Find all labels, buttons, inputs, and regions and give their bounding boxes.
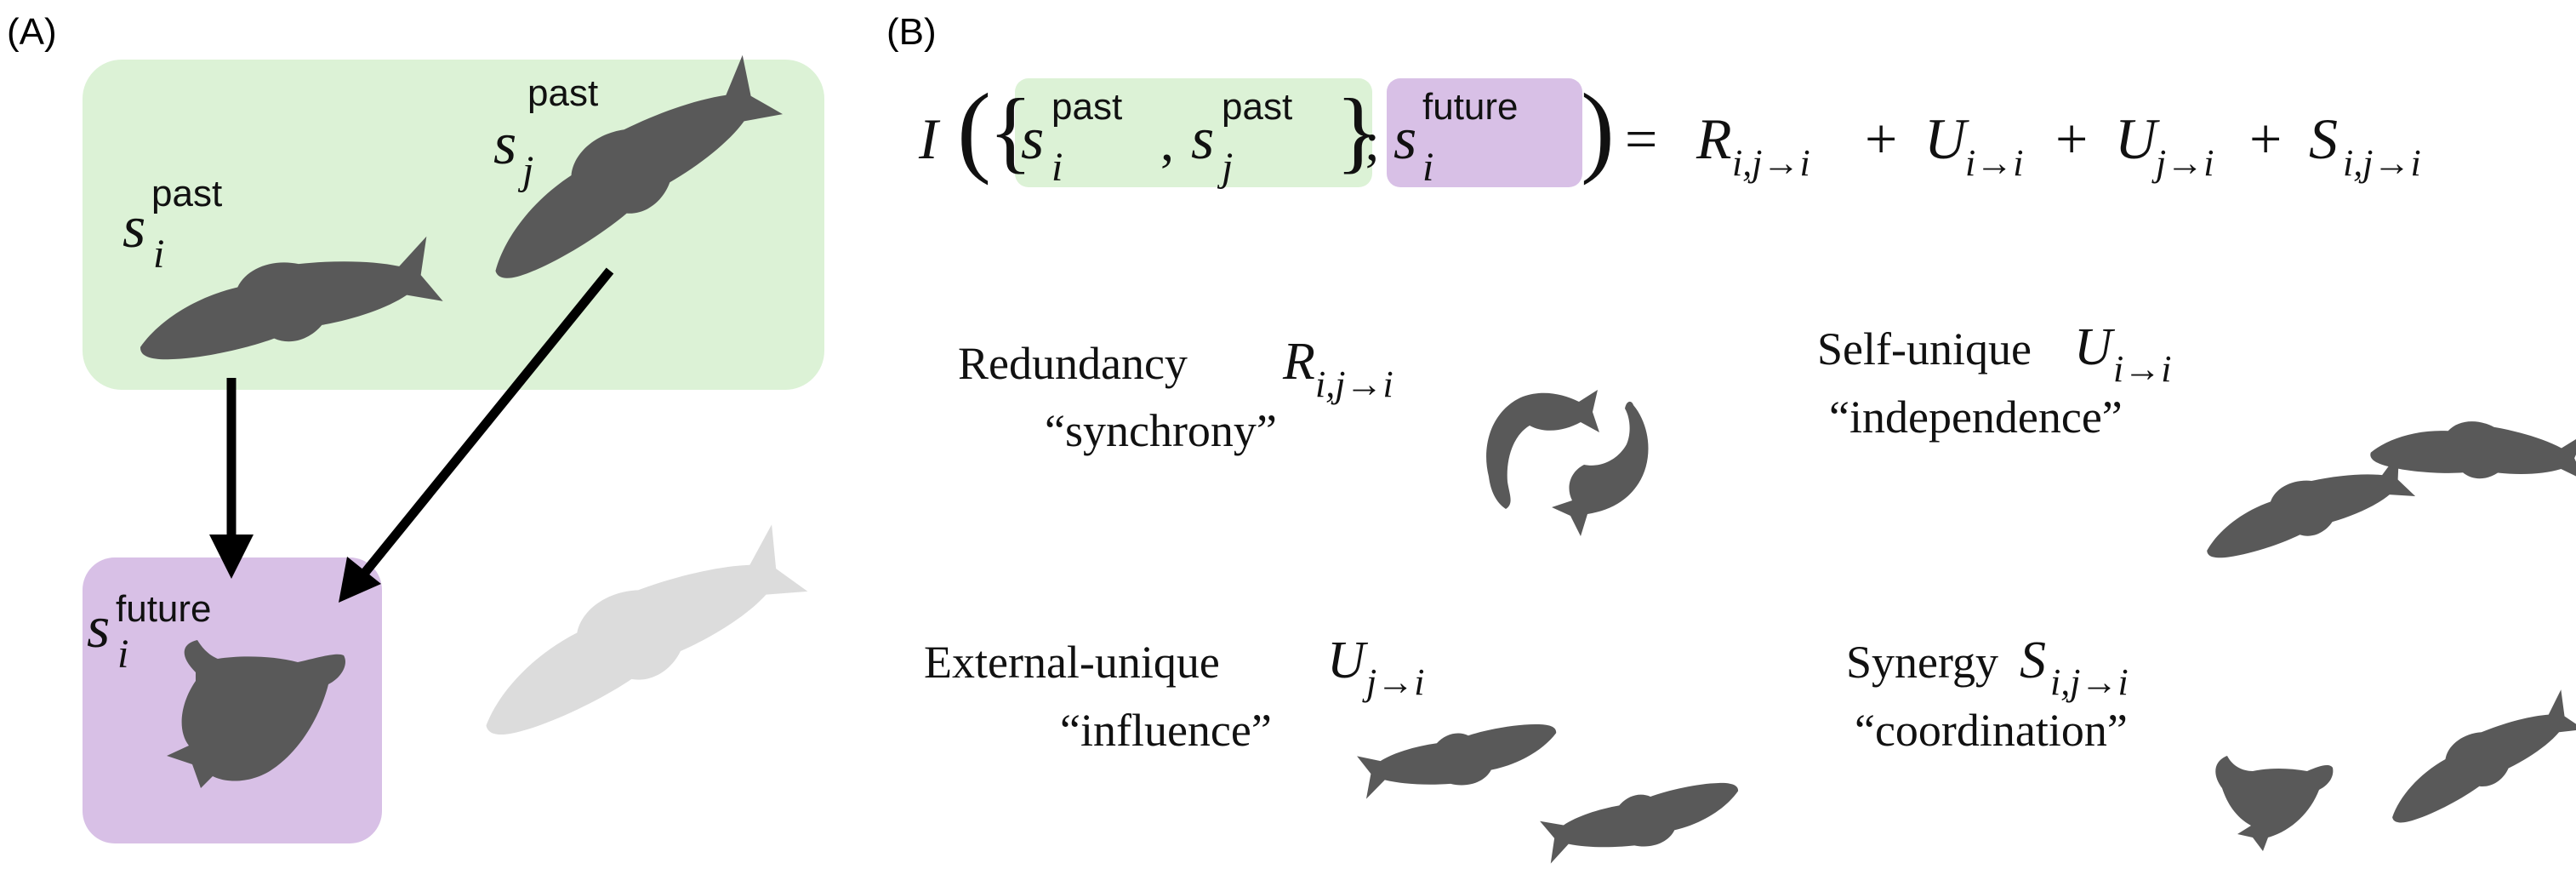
var-s-i-past: s i past bbox=[123, 173, 222, 277]
external-unique-fish-2-icon bbox=[1538, 777, 1746, 865]
external-unique-quote: “influence” bbox=[1060, 705, 1272, 756]
eq-U-ext-sub: j→i bbox=[2151, 142, 2214, 184]
external-unique-name: External-unique bbox=[924, 637, 1220, 688]
eq-func: I bbox=[918, 106, 941, 171]
fish-i-future-icon bbox=[167, 640, 345, 788]
external-unique-symbol: U bbox=[1327, 632, 1369, 689]
redundancy-symbol: R bbox=[1282, 333, 1315, 391]
var-s-j-past: s j past bbox=[493, 72, 598, 193]
arrow-j-past-to-i-future-head bbox=[339, 557, 381, 603]
eq-plus-1: + bbox=[1865, 106, 1897, 171]
synergy-term: Synergy S i,j→i “coordination” bbox=[1846, 632, 2129, 756]
eq-s-j-sup: past bbox=[1222, 86, 1292, 128]
self-unique-fish-2-icon bbox=[2368, 410, 2576, 490]
synergy-fish-2-icon bbox=[2374, 688, 2576, 831]
redundancy-fish-icon bbox=[1486, 390, 1649, 536]
svg-text:s: s bbox=[123, 195, 145, 260]
redundancy-sub: i,j→i bbox=[1315, 363, 1393, 405]
eq-s-i-future-sup: future bbox=[1422, 86, 1519, 128]
arrow-j-past-to-i-future bbox=[360, 267, 614, 577]
eq-paren-close: ) bbox=[1581, 72, 1615, 186]
synergy-quote: “coordination” bbox=[1855, 705, 2128, 756]
var-s-i-future: s i future bbox=[87, 588, 212, 677]
panel-a-label: (A) bbox=[7, 11, 57, 53]
eq-comma: , bbox=[1160, 111, 1174, 172]
synergy-sub: i,j→i bbox=[2050, 661, 2129, 703]
eq-s-i-sup: past bbox=[1051, 86, 1122, 128]
equation-past-highlight bbox=[1015, 78, 1372, 187]
arrow-i-past-to-future-head bbox=[209, 535, 254, 579]
self-unique-name: Self-unique bbox=[1817, 323, 2032, 374]
redundancy-term: Redundancy R i,j→i “synchrony” bbox=[958, 333, 1393, 456]
eq-equals: = bbox=[1625, 106, 1657, 171]
redundancy-name: Redundancy bbox=[958, 338, 1188, 389]
eq-s-i-sub: i bbox=[1051, 145, 1063, 190]
eq-paren-open: ( bbox=[957, 72, 991, 186]
synergy-fish-1-icon bbox=[2215, 756, 2334, 851]
eq-U-self-sub: i→i bbox=[1965, 142, 2023, 184]
equation-future-highlight bbox=[1387, 78, 1582, 187]
eq-R: R bbox=[1695, 106, 1732, 171]
eq-U-self: U bbox=[1924, 106, 1969, 171]
eq-s-j: s bbox=[1191, 106, 1214, 172]
eq-plus-3: + bbox=[2249, 106, 2282, 171]
eq-S-sub: i,j→i bbox=[2343, 142, 2421, 184]
self-unique-sub: i→i bbox=[2113, 348, 2171, 390]
external-unique-fish-1-icon bbox=[1355, 719, 1562, 800]
self-unique-term: Self-unique U i→i “independence” bbox=[1817, 318, 2171, 443]
self-unique-quote: “independence” bbox=[1829, 392, 2123, 443]
external-unique-sub: j→i bbox=[1362, 661, 1424, 703]
eq-s-i: s bbox=[1021, 106, 1044, 172]
fish-ghost-icon bbox=[458, 522, 814, 747]
eq-R-sub: i,j→i bbox=[1732, 142, 1810, 184]
pid-equation: I ( { s i past , s j past } ; s i future… bbox=[918, 72, 2421, 190]
svg-text:past: past bbox=[527, 72, 598, 114]
eq-U-ext: U bbox=[2115, 106, 2160, 171]
svg-text:s: s bbox=[493, 111, 516, 177]
svg-text:i: i bbox=[153, 232, 164, 277]
synergy-name: Synergy bbox=[1846, 637, 1998, 688]
svg-text:future: future bbox=[116, 588, 212, 630]
svg-text:i: i bbox=[117, 632, 128, 677]
eq-S: S bbox=[2309, 106, 2338, 171]
eq-s-i-future-sub: i bbox=[1422, 145, 1433, 190]
eq-brace-open: { bbox=[989, 81, 1033, 182]
external-unique-term: External-unique U j→i “influence” bbox=[924, 632, 1424, 756]
synergy-symbol: S bbox=[2020, 632, 2046, 689]
self-unique-fish-1-icon bbox=[2195, 451, 2419, 565]
eq-brace-close: } bbox=[1336, 81, 1380, 182]
panel-b-label: (B) bbox=[886, 11, 937, 53]
eq-s-i-future: s bbox=[1393, 106, 1416, 172]
eq-plus-2: + bbox=[2055, 106, 2088, 171]
redundancy-quote: “synchrony” bbox=[1045, 405, 1277, 456]
self-unique-symbol: U bbox=[2074, 318, 2116, 376]
svg-text:past: past bbox=[151, 173, 222, 214]
svg-text:s: s bbox=[87, 595, 110, 660]
eq-semicolon: ; bbox=[1365, 111, 1380, 172]
